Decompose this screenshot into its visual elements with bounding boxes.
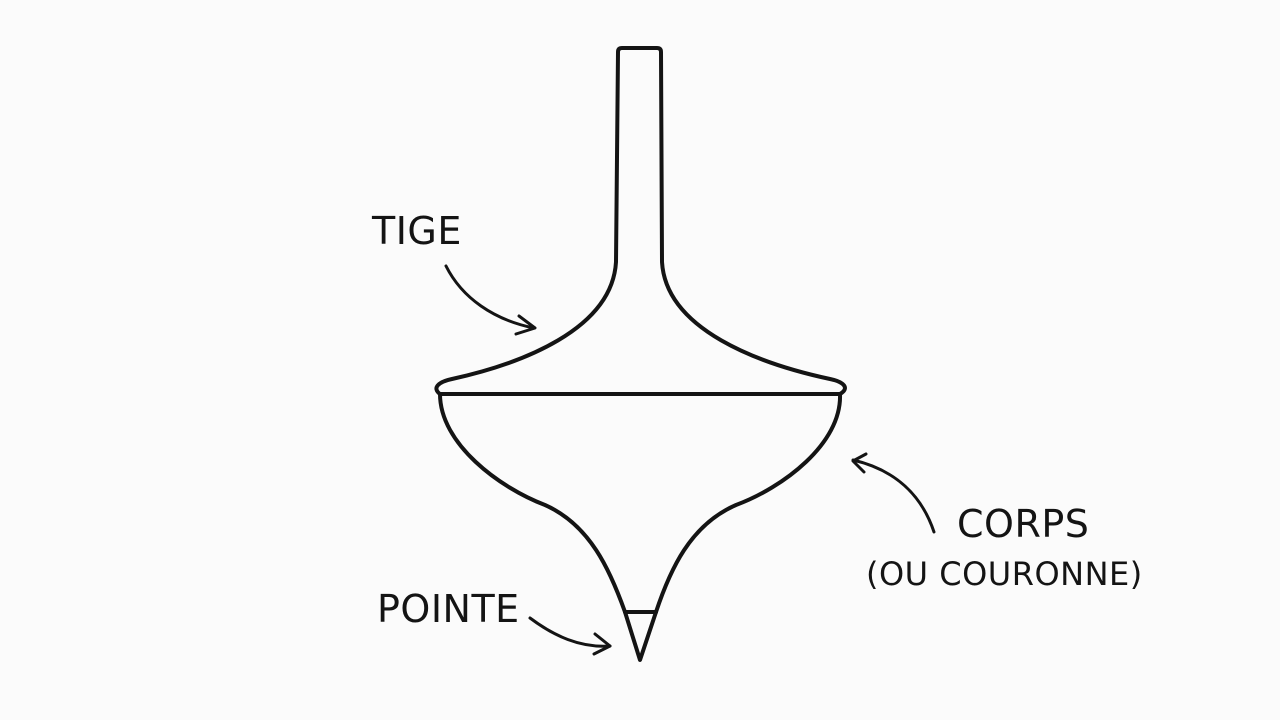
label-corps: CORPS bbox=[957, 502, 1090, 546]
tige-arrow bbox=[444, 264, 536, 330]
corps-arrow bbox=[851, 458, 936, 534]
top-tip bbox=[623, 610, 658, 662]
label-corps-subtitle: (OU COURONNE) bbox=[866, 555, 1143, 593]
top-body bbox=[438, 392, 843, 614]
label-pointe: POINTE bbox=[377, 587, 520, 631]
pointe-arrowhead bbox=[592, 632, 612, 656]
label-tige: TIGE bbox=[372, 209, 462, 253]
corps-arrowhead bbox=[851, 452, 868, 474]
tige-arrowhead bbox=[514, 314, 537, 336]
pointe-arrow bbox=[528, 616, 612, 648]
top-stem-and-shoulder bbox=[434, 46, 847, 396]
